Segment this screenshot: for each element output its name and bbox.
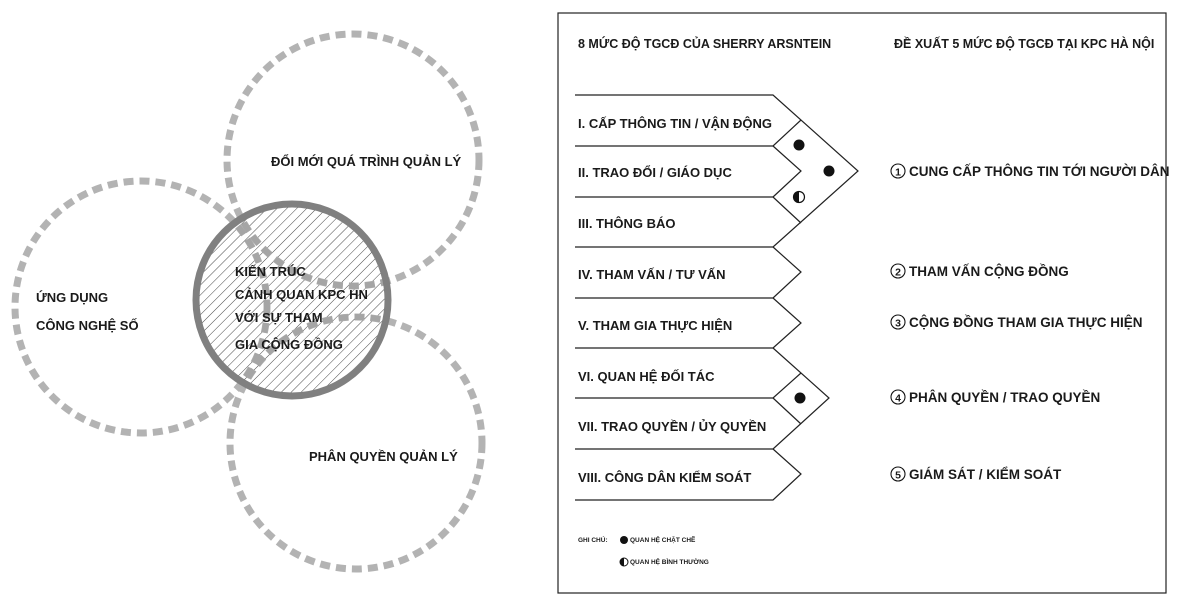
- level-5-label: V. THAM GIA THỰC HIỆN: [578, 318, 732, 333]
- number-circle-icon: [890, 466, 906, 482]
- proposal-number: 2: [895, 267, 901, 279]
- proposal-number: 4: [895, 393, 901, 405]
- left-circle-label-line-1: ỨNG DỤNG: [36, 290, 108, 305]
- ladder-chevrons: [575, 94, 859, 501]
- level-1-label: I. CẤP THÔNG TIN / VẬN ĐỘNG: [578, 116, 772, 131]
- level-2-label: II. TRAO ĐỔI / GIÁO DỤC: [578, 165, 732, 180]
- legend-normal-text: QUAN HỆ BÌNH THƯỜNG: [630, 557, 709, 566]
- strong-relation-legend-icon: [620, 536, 628, 544]
- center-circle: [192, 200, 392, 400]
- legend-label: GHI CHÚ:: [578, 535, 608, 544]
- chevron-divider-7: [772, 397, 802, 425]
- proposal-2: 2 THAM VẤN CỘNG ĐỒNG: [890, 263, 1069, 279]
- proposal-number: 5: [895, 470, 901, 482]
- center-label-line-2: CẢNH QUAN KPC HN: [235, 287, 368, 302]
- proposal-text: CUNG CẤP THÔNG TIN TỚI NGƯỜI DÂN: [909, 164, 1169, 179]
- proposal-text: PHÂN QUYỀN / TRAO QUYỀN: [909, 390, 1100, 405]
- number-circle-icon: [890, 163, 906, 179]
- proposal-4: 4 PHÂN QUYỀN / TRAO QUYỀN: [890, 389, 1100, 405]
- proposal-5: 5 GIÁM SÁT / KIỂM SOÁT: [890, 466, 1062, 482]
- left-circle-label-line-2: CÔNG NGHỆ SỐ: [36, 318, 139, 333]
- venn-diagram: KIẾN TRÚC CẢNH QUAN KPC HN VỚI SỰ THAM G…: [11, 30, 486, 573]
- normal-relation-dot: [792, 190, 806, 204]
- bottom-circle-label: PHÂN QUYỀN QUẢN LÝ: [309, 449, 458, 464]
- chevron-8: [575, 448, 802, 501]
- proposal-text: CỘNG ĐỒNG THAM GIA THỰC HIỆN: [909, 315, 1142, 330]
- level-8-label: VIII. CÔNG DÂN KIỂM SOÁT: [578, 470, 751, 485]
- ladder-right-title: ĐỀ XUẤT 5 MỨC ĐỘ TGCĐ TẠI KPC HÀ NỘI: [894, 36, 1154, 51]
- proposal-3: 3 CỘNG ĐỒNG THAM GIA THỰC HIỆN: [890, 314, 1142, 330]
- chevron-5: [575, 297, 802, 349]
- number-circle-icon: [890, 263, 906, 279]
- center-label-line-1: KIẾN TRÚC: [235, 264, 306, 279]
- center-label-line-3: VỚI SỰ THAM: [235, 310, 323, 325]
- proposal-number: 1: [895, 167, 901, 179]
- legend-strong-text: QUAN HỆ CHẶT CHẼ: [630, 535, 696, 544]
- proposal-text: GIÁM SÁT / KIỂM SOÁT: [909, 467, 1062, 482]
- normal-relation-legend-icon: [619, 557, 629, 567]
- level-4-label: IV. THAM VẤN / TƯ VẤN: [578, 267, 726, 282]
- chevron-4: [575, 246, 802, 299]
- ladder-left-title: 8 MỨC ĐỘ TGCĐ CỦA SHERRY ARSNTEIN: [578, 36, 831, 51]
- proposal-1: 1 CUNG CẤP THÔNG TIN TỚI NGƯỜI DÂN: [890, 163, 1169, 179]
- number-circle-icon: [890, 389, 906, 405]
- top-circle-label: ĐỔI MỚI QUÁ TRÌNH QUẢN LÝ: [271, 154, 462, 169]
- center-label-line-4: GIA CỘNG ĐỒNG: [235, 337, 343, 352]
- strong-relation-dot: [823, 165, 835, 177]
- level-6-label: VI. QUAN HỆ ĐỐI TÁC: [578, 369, 715, 384]
- level-3-label: III. THÔNG BÁO: [578, 216, 676, 231]
- strong-relation-dot: [793, 139, 805, 151]
- chevron-group-1-3: [575, 94, 859, 248]
- panel-frame: [557, 12, 1167, 594]
- proposal-number: 3: [895, 318, 901, 330]
- number-circle-icon: [890, 314, 906, 330]
- proposal-text: THAM VẤN CỘNG ĐỒNG: [909, 264, 1069, 279]
- legend: GHI CHÚ: QUAN HỆ CHẶT CHẼ QUAN HỆ BÌNH T…: [578, 535, 709, 567]
- level-7-label: VII. TRAO QUYỀN / ỦY QUYỀN: [578, 419, 766, 434]
- participation-ladder-panel: 8 MỨC ĐỘ TGCĐ CỦA SHERRY ARSNTEIN ĐỀ XUẤ…: [557, 12, 1169, 594]
- strong-relation-dot: [794, 392, 806, 404]
- chevron-inner-2: [772, 145, 802, 198]
- center-circle-hatch: [196, 204, 388, 396]
